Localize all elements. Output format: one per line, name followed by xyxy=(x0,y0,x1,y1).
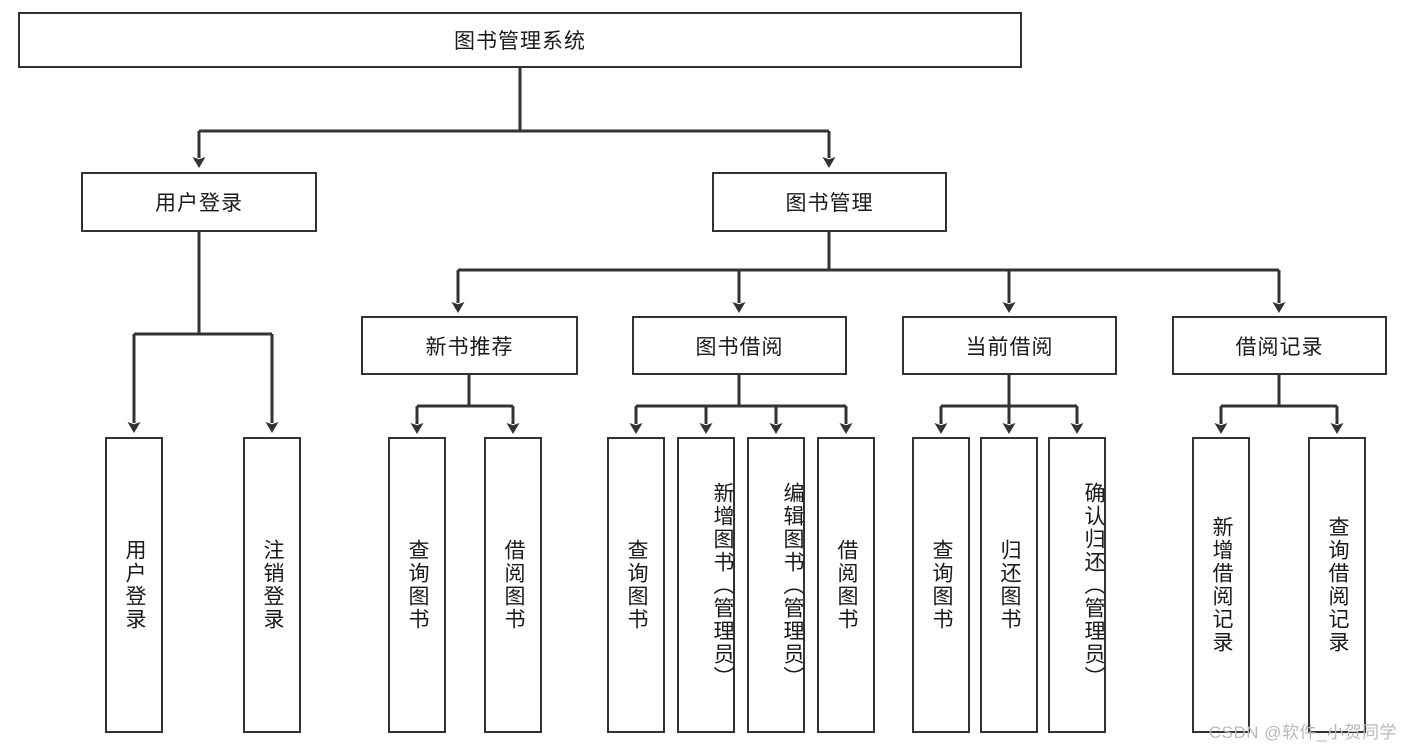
node-label: 查询图书 xyxy=(625,539,649,631)
leaf-query-borrow-record[interactable]: 查询借阅记录 xyxy=(1308,437,1366,733)
node-label: 借阅图书 xyxy=(835,539,859,631)
node-label: 图书借阅 xyxy=(695,335,784,359)
node-book-management[interactable]: 图书管理 xyxy=(712,172,947,232)
leaf-edit-book-admin[interactable]: 编辑图书（管理员） xyxy=(747,437,805,733)
node-label: 用户登录 xyxy=(155,192,243,215)
node-label: 新增图书（管理员） xyxy=(711,481,734,689)
node-label: 新增借阅记录 xyxy=(1210,516,1234,654)
leaf-confirm-return-admin[interactable]: 确认归还（管理员） xyxy=(1048,437,1106,733)
leaf-borrow-book-recommend[interactable]: 借阅图书 xyxy=(484,437,542,733)
node-label: 注销登录 xyxy=(261,539,285,631)
node-label: 用户登录 xyxy=(123,539,147,631)
node-new-book-recommend[interactable]: 新书推荐 xyxy=(361,316,578,375)
leaf-borrow-book[interactable]: 借阅图书 xyxy=(817,437,875,733)
leaf-add-borrow-record[interactable]: 新增借阅记录 xyxy=(1192,437,1250,733)
node-book-borrow[interactable]: 图书借阅 xyxy=(632,316,847,375)
node-label: 图书管理系统 xyxy=(454,30,586,53)
leaf-add-book-admin[interactable]: 新增图书（管理员） xyxy=(677,437,735,733)
node-label: 查询图书 xyxy=(930,539,954,631)
node-root-system[interactable]: 图书管理系统 xyxy=(18,12,1022,68)
node-label: 当前借阅 xyxy=(965,335,1054,359)
leaf-query-book-borrow[interactable]: 查询图书 xyxy=(607,437,665,733)
node-label: 新书推荐 xyxy=(425,335,514,359)
leaf-query-book-current[interactable]: 查询图书 xyxy=(912,437,970,733)
node-label: 确认归还（管理员） xyxy=(1082,481,1105,689)
node-label: 借阅记录 xyxy=(1235,335,1324,359)
node-label: 借阅图书 xyxy=(502,539,526,631)
leaf-user-logout[interactable]: 注销登录 xyxy=(243,437,301,733)
node-label: 归还图书 xyxy=(998,539,1022,631)
node-label: 查询图书 xyxy=(406,539,430,631)
node-label: 查询借阅记录 xyxy=(1326,516,1350,654)
node-label: 图书管理 xyxy=(785,192,874,215)
leaf-return-book[interactable]: 归还图书 xyxy=(980,437,1038,733)
leaf-user-login[interactable]: 用户登录 xyxy=(105,437,163,733)
node-label: 编辑图书（管理员） xyxy=(781,481,804,689)
node-current-borrow[interactable]: 当前借阅 xyxy=(902,316,1117,375)
node-borrow-record[interactable]: 借阅记录 xyxy=(1172,316,1387,375)
watermark: CSDN @软件_小贺同学 xyxy=(1208,723,1397,742)
node-user-login[interactable]: 用户登录 xyxy=(81,172,317,232)
leaf-query-book-recommend[interactable]: 查询图书 xyxy=(388,437,446,733)
